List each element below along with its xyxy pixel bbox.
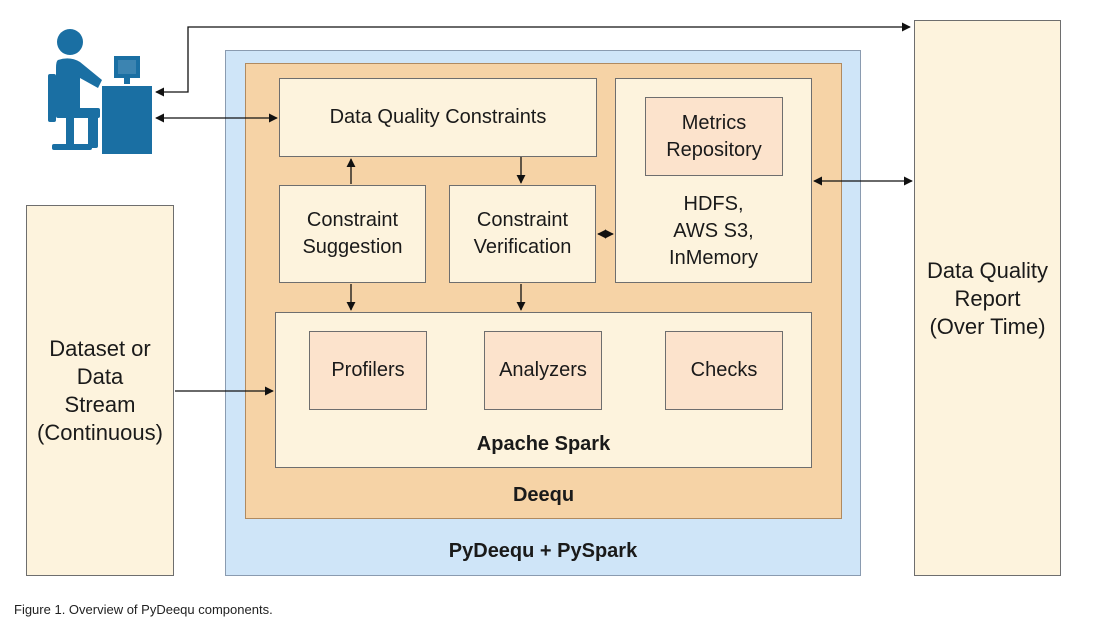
- report-line3: (Over Time): [929, 314, 1046, 339]
- profilers-box: Profilers: [309, 331, 427, 410]
- arrow-user-report: [155, 22, 911, 97]
- dataset-line1: Dataset or: [49, 335, 151, 361]
- analyzers-label: Analyzers: [499, 359, 587, 381]
- figure-caption: Figure 1. Overview of PyDeequ components…: [14, 602, 273, 617]
- pydeequ-pyspark-label: PyDeequ + PySpark: [448, 540, 638, 562]
- dataset-line3: Stream: [64, 391, 136, 417]
- report-line1: Data Quality: [926, 258, 1049, 283]
- constraint-verification-line1: Constraint: [476, 209, 569, 231]
- storage-backend-hdfs: HDFS,: [683, 193, 744, 215]
- dataset-line2: Data: [76, 363, 124, 389]
- profilers-label: Profilers: [331, 359, 405, 381]
- analyzers-box: Analyzers: [484, 331, 602, 410]
- metrics-repository-line2: Repository: [666, 138, 762, 161]
- report-line2: Report: [954, 286, 1021, 311]
- metrics-repository-line1: Metrics: [681, 111, 747, 134]
- dataset-stream-box: Dataset or Data Stream (Continuous): [26, 205, 174, 576]
- storage-backend-s3: AWS S3,: [673, 220, 754, 242]
- checks-label: Checks: [690, 359, 758, 381]
- constraint-suggestion-line1: Constraint: [306, 209, 399, 231]
- data-quality-report-box: [914, 20, 1061, 576]
- metrics-repository-box: Metrics Repository: [645, 97, 783, 176]
- checks-box: Checks: [665, 331, 783, 410]
- constraint-suggestion-line2: Suggestion: [302, 236, 403, 258]
- storage-backends-text: HDFS, AWS S3, InMemory: [615, 191, 812, 272]
- dataset-line4: (Continuous): [37, 419, 163, 445]
- apache-spark-label: Apache Spark: [476, 433, 611, 455]
- data-quality-report-text: Data Quality Report (Over Time): [914, 257, 1061, 341]
- data-quality-constraints-label: Data Quality Constraints: [329, 106, 547, 128]
- storage-backend-inmemory: InMemory: [669, 247, 758, 269]
- constraint-suggestion-box: Constraint Suggestion: [279, 185, 426, 283]
- user-at-computer-icon: [48, 29, 152, 154]
- constraint-verification-box: Constraint Verification: [449, 185, 596, 283]
- constraint-verification-line2: Verification: [473, 236, 572, 258]
- deequ-label: Deequ: [512, 484, 575, 506]
